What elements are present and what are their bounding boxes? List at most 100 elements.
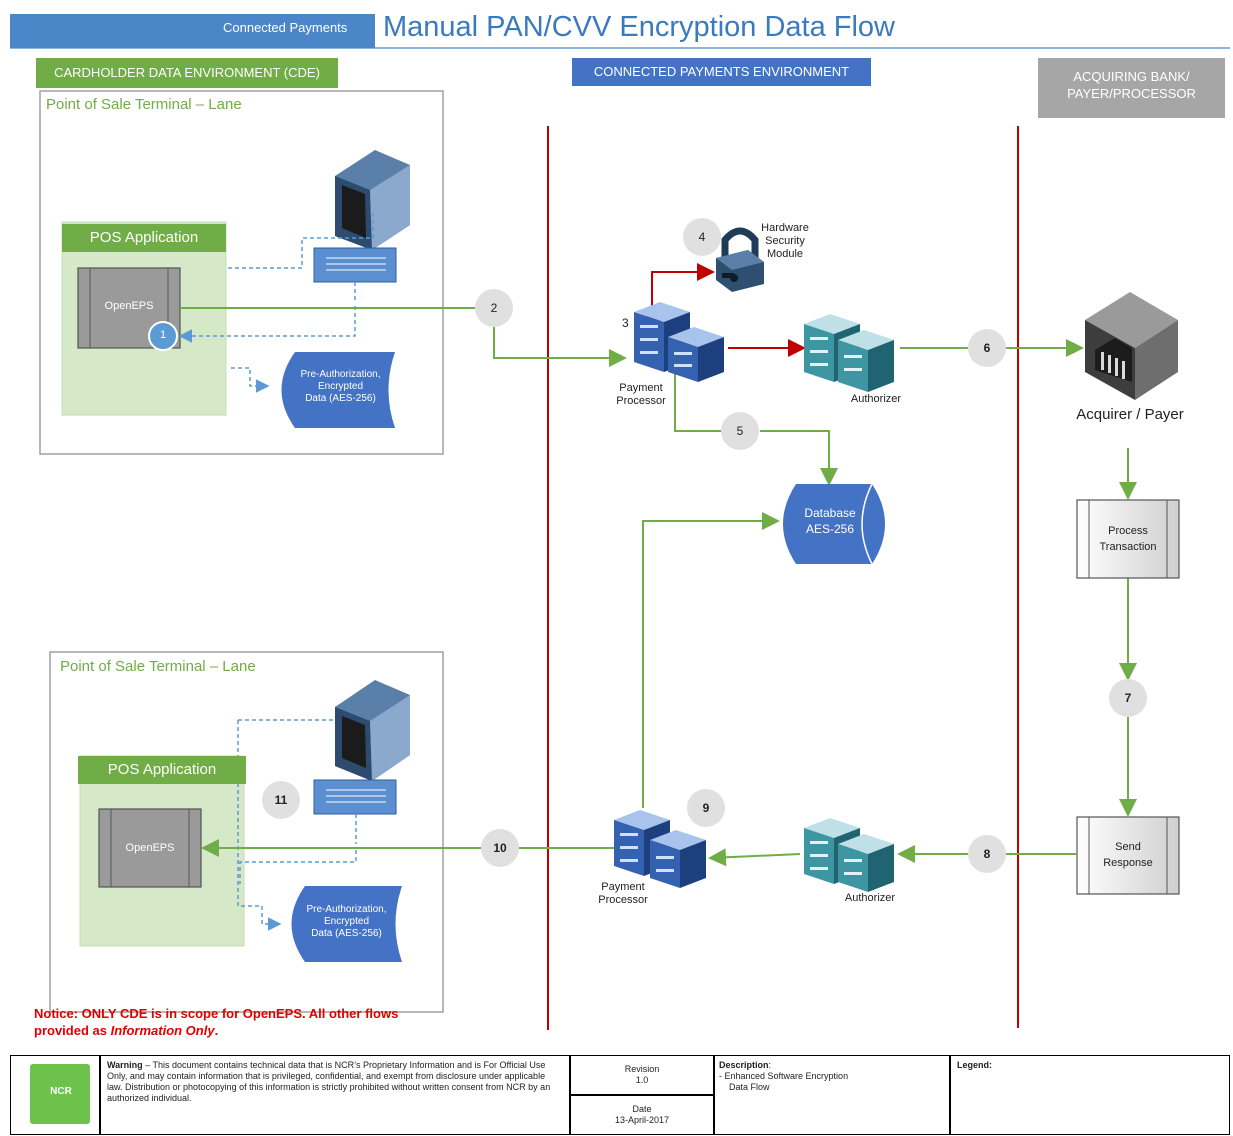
header-bar [10, 14, 375, 48]
footer-revision-cell: Revision 1.0 [570, 1055, 714, 1095]
footer-description-label: Description [719, 1060, 769, 1070]
preauth-top-line3: Data (AES-256) [305, 393, 376, 404]
process-transaction-label: Process Transaction [1077, 525, 1179, 554]
process-transaction-box [1076, 499, 1180, 579]
red-flows [643, 263, 806, 357]
preauth-bottom-line3: Data (AES-256) [311, 928, 382, 939]
step-10-circle: 10 [481, 829, 519, 867]
ncr-logo-text: NCR [50, 1086, 72, 1097]
database-label: Database AES-256 [790, 505, 870, 537]
step-7-circle: 7 [1109, 679, 1147, 717]
preauth-top-line1: Pre-Authorization, [300, 369, 381, 380]
payment-processor-label-top: Payment Processor [610, 382, 672, 408]
footer-revision-value: 1.0 [635, 1075, 649, 1085]
footer-date-cell: Date 13-April-2017 [570, 1095, 714, 1135]
footer-revision-label: Revision [624, 1064, 660, 1074]
step-4-circle: 4 [683, 218, 721, 256]
footer-description-line2: Data Flow [729, 1082, 770, 1092]
footer-warning-text: – This document contains technical data … [107, 1060, 551, 1103]
zone-label-acquiring-line2: PAYER/PROCESSOR [1067, 86, 1196, 101]
pos-application-label-bottom: POS Application [78, 756, 246, 784]
scope-notice-line2c: . [214, 1023, 219, 1038]
pos-terminal-title-top: Point of Sale Terminal – Lane [46, 96, 242, 113]
payment-processor-label-bottom: Payment Processor [590, 881, 656, 907]
openeps-label-top: OpenEPS [104, 300, 154, 312]
authorizer-label-bottom: Authorizer [844, 892, 896, 904]
dashed-links-top [180, 210, 374, 393]
header-subtitle: Connected Payments [223, 20, 348, 35]
scope-notice-emphasis: Information Only [110, 1023, 215, 1038]
preauth-data-label-top: Pre-Authorization, Encrypted Data (AES-2… [278, 369, 403, 405]
preauth-data-label-bottom: Pre-Authorization, Encrypted Data (AES-2… [284, 904, 409, 940]
bank-icon [1085, 292, 1178, 400]
keypad-icon-bottom [313, 779, 397, 815]
preauth-data-shape-top [281, 352, 395, 428]
footer-warning-cell: Warning – This document contains technic… [100, 1055, 570, 1135]
hsm-label-line3: Module [766, 248, 804, 260]
footer-logo-cell: NCR [10, 1055, 100, 1135]
green-flows [180, 307, 1137, 867]
step-9-circle: 9 [687, 789, 725, 827]
hsm-label-line1: Hardware [761, 222, 809, 234]
footer-warning-bold: Warning [107, 1060, 143, 1070]
zone-label-cde: CARDHOLDER DATA ENVIRONMENT (CDE) [36, 58, 338, 88]
monitor-icon-bottom [335, 680, 410, 781]
zone-label-connected: CONNECTED PAYMENTS ENVIRONMENT [572, 58, 871, 86]
preauth-bottom-line1: Pre-Authorization, [306, 904, 387, 915]
scope-notice-line2: provided as Information Only. [34, 1022, 454, 1039]
zone-label-acquiring: ACQUIRING BANK/ PAYER/PROCESSOR [1038, 58, 1225, 118]
database-shape [783, 483, 885, 565]
pp-top-line2: Processor [616, 395, 666, 407]
hsm-label: Hardware Security Module [755, 222, 815, 261]
pp-bottom-line1: Payment [601, 881, 645, 893]
send-response-line1: Send [1115, 841, 1141, 853]
step-5-circle: 5 [721, 412, 759, 450]
server-icon-authorizer-bottom [804, 818, 894, 892]
footer-description-title: Description: [719, 1060, 772, 1070]
dashed-links-bottom [237, 719, 357, 931]
authorizer-label-top: Authorizer [850, 393, 902, 405]
scope-notice-line2a: provided as [34, 1023, 111, 1038]
ncr-logo-tile [30, 1064, 90, 1124]
pos-application-label-top: POS Application [62, 224, 226, 252]
page-title: Manual PAN/CVV Encryption Data Flow [383, 11, 896, 43]
monitor-icon-top [335, 150, 410, 250]
pp-bottom-line2: Processor [598, 894, 648, 906]
hsm-label-line2: Security [765, 235, 805, 247]
step-1-badge: 1 [159, 329, 167, 341]
footer-date-value: 13-April-2017 [614, 1115, 670, 1125]
scope-notice-line1: Notice: ONLY CDE is in scope for OpenEPS… [34, 1006, 399, 1021]
pp-top-line1: Payment [619, 382, 663, 394]
acquirer-label: Acquirer / Payer [1076, 406, 1184, 423]
step-8-circle: 8 [968, 835, 1006, 873]
pos-terminal-title-bottom: Point of Sale Terminal – Lane [60, 658, 256, 675]
zone-label-acquiring-line1: ACQUIRING BANK/ [1073, 69, 1190, 84]
keypad-icon-top [313, 247, 397, 283]
scope-notice: Notice: ONLY CDE is in scope for OpenEPS… [34, 1005, 454, 1039]
footer-legend-label: Legend: [957, 1060, 992, 1070]
step-2-circle: 2 [475, 289, 513, 327]
send-response-box [1076, 816, 1180, 895]
preauth-bottom-line2: Encrypted [323, 916, 370, 927]
step-11-circle: 11 [262, 781, 300, 819]
send-response-label: Send Response [1077, 841, 1179, 870]
send-response-line2: Response [1103, 857, 1153, 869]
openeps-label-bottom: OpenEPS [125, 842, 175, 854]
footer-description-line1: - Enhanced Software Encryption [719, 1071, 849, 1081]
hsm-lock-icon [716, 227, 764, 292]
footer-date-label: Date [632, 1104, 652, 1114]
footer-legend-cell: Legend: [950, 1055, 1230, 1135]
database-label-line1: Database [804, 506, 856, 520]
step-6-circle: 6 [968, 329, 1006, 367]
server-icon-payment-processor-bottom [614, 810, 706, 888]
footer-description-cell: Description: - Enhanced Software Encrypt… [714, 1055, 950, 1135]
database-label-line2: AES-256 [805, 522, 855, 536]
process-transaction-line2: Transaction [1099, 541, 1157, 553]
server-icon-payment-processor-top [634, 302, 724, 382]
process-transaction-line1: Process [1108, 525, 1148, 537]
openeps-box-bottom [98, 808, 202, 888]
preauth-top-line2: Encrypted [317, 381, 364, 392]
preauth-data-shape-bottom [291, 886, 402, 962]
server-icon-authorizer-top [804, 314, 894, 392]
